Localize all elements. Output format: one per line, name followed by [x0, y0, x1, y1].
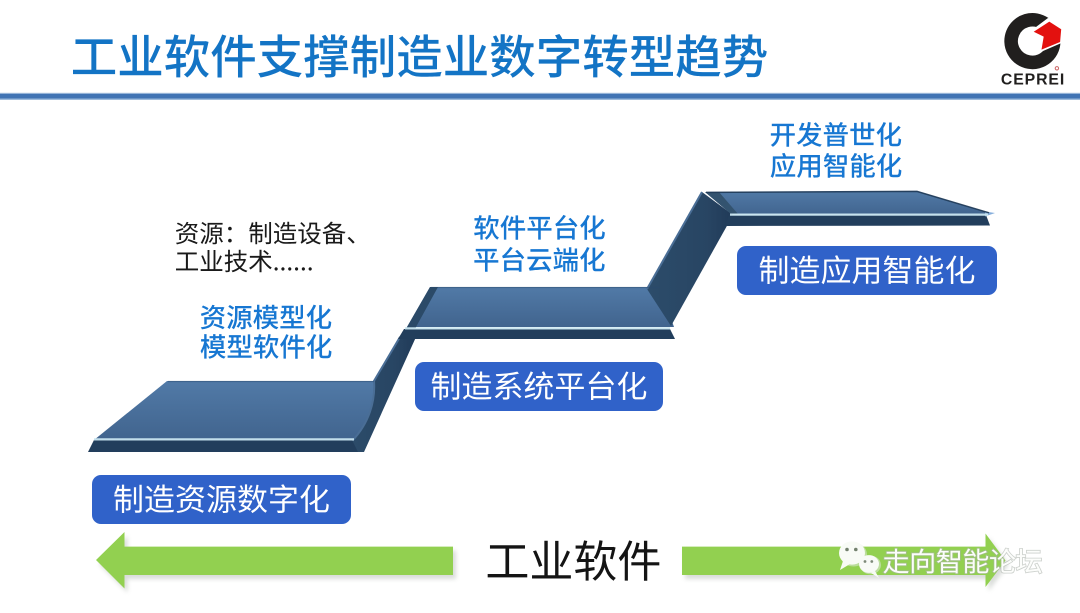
- svg-text:CEPREI: CEPREI: [1001, 71, 1065, 88]
